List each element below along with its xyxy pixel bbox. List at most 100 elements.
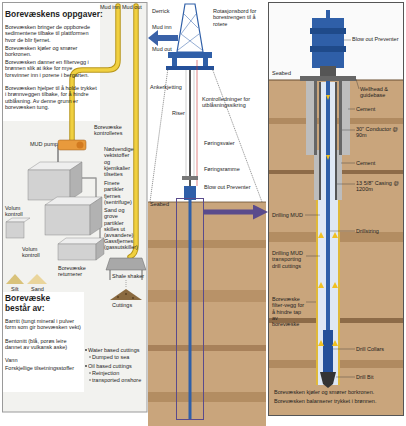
riser bbox=[189, 70, 191, 186]
part-label: Sand bbox=[31, 286, 44, 292]
leader-line bbox=[305, 40, 359, 377]
well bbox=[338, 200, 340, 385]
sediment-pile bbox=[6, 274, 47, 284]
mud-pump bbox=[58, 140, 86, 150]
riser bbox=[182, 176, 198, 180]
shale-shaker bbox=[110, 270, 111, 280]
part-label: Reinjection bbox=[92, 370, 119, 376]
well bbox=[306, 80, 316, 155]
cuttings-pile bbox=[110, 289, 142, 300]
part-label: Mud inn bbox=[152, 24, 172, 30]
flow-arrow bbox=[318, 340, 324, 346]
well bbox=[320, 372, 336, 388]
leader-line bbox=[356, 79, 359, 89]
panel-note: Borevæsken balanserer trykket i brønnen. bbox=[274, 398, 400, 404]
seabed-strata bbox=[148, 240, 266, 248]
part-label: 13 5/8" Casing @ 1200m bbox=[356, 180, 402, 193]
bullet bbox=[85, 365, 87, 367]
flow-arrow bbox=[318, 232, 324, 238]
flow-arrow bbox=[318, 282, 324, 288]
shale-shaker bbox=[106, 258, 146, 270]
right-panel-background bbox=[269, 80, 403, 415]
left-panel-background bbox=[2, 2, 147, 412]
anchor-chain bbox=[150, 68, 262, 202]
part-label: Gassfjernes (gassutskiller) bbox=[104, 238, 136, 251]
sediment-pile bbox=[27, 274, 47, 284]
panel-note: Borevæsken kjøler og smører borkronen. bbox=[274, 389, 400, 395]
mud-pipe bbox=[130, 6, 136, 257]
flow-arrow bbox=[332, 232, 338, 238]
blow-out-preventer bbox=[312, 18, 344, 68]
part-label: Wellhead & guidebase bbox=[360, 86, 402, 99]
panel-heading: Borevæskens oppgaver: bbox=[5, 10, 103, 20]
cuttings-pile bbox=[110, 289, 142, 300]
task-text: Borevæsken bringer de oppborede sediment… bbox=[5, 24, 97, 43]
drilling-rig bbox=[177, 4, 203, 52]
drilling-rig bbox=[172, 58, 177, 67]
leader-line bbox=[306, 256, 320, 257]
well bbox=[335, 82, 337, 202]
cuttings-pile bbox=[125, 293, 127, 295]
blow-out-preventer bbox=[310, 46, 346, 52]
flow-arrow bbox=[326, 155, 330, 160]
well bbox=[316, 200, 318, 385]
mud-tank bbox=[6, 218, 30, 222]
leader-line bbox=[337, 184, 355, 185]
mud-tank bbox=[70, 162, 82, 200]
right-panel: Borevæsken kjøler og smører borkronen. Bo… bbox=[268, 2, 404, 416]
mud-pipe bbox=[130, 6, 136, 257]
well bbox=[306, 10, 350, 388]
mud-arrow bbox=[148, 30, 158, 46]
well bbox=[319, 82, 321, 202]
leader-line bbox=[344, 40, 351, 41]
left-panel-background bbox=[2, 2, 147, 412]
zoom-frame: Seabed bbox=[176, 198, 204, 420]
part-label: Mud inn bbox=[100, 4, 120, 10]
ingredient-text: Bentonitt (blå, porøs leire dannet av vu… bbox=[5, 338, 81, 351]
mud-tank bbox=[45, 205, 90, 235]
left-panel-background bbox=[3, 292, 84, 392]
part-label: Borevæske kontrolleres bbox=[94, 124, 134, 137]
part-label: Drillstring bbox=[356, 228, 379, 234]
blow-out-preventer bbox=[310, 28, 346, 34]
shale-shaker bbox=[126, 280, 127, 288]
riser bbox=[194, 70, 195, 178]
cuttings-pile bbox=[132, 297, 134, 299]
left-panel-frame bbox=[3, 3, 148, 413]
left-panel-frame bbox=[3, 3, 148, 413]
sediment-pile bbox=[6, 274, 24, 284]
mud-tank bbox=[6, 162, 104, 260]
part-label: Drill Collars bbox=[356, 346, 384, 352]
seabed-strata bbox=[148, 202, 266, 426]
riser bbox=[186, 70, 187, 178]
mud-tank bbox=[6, 222, 24, 238]
zoom-arrow bbox=[204, 210, 256, 215]
bullet bbox=[85, 349, 87, 351]
task-text: Borevæsken hjelper til å holde trykket i… bbox=[5, 85, 97, 110]
part-label: Mud out bbox=[122, 4, 142, 10]
leader-line bbox=[336, 377, 355, 378]
part-label: Blow out Preventer bbox=[352, 36, 400, 42]
well bbox=[339, 80, 342, 155]
blow-out-preventer bbox=[300, 76, 356, 81]
part-label: Drilling MUD bbox=[272, 212, 303, 218]
part-label: Oil based cuttings bbox=[88, 363, 132, 369]
flow-arrow bbox=[332, 340, 338, 346]
leader-line bbox=[330, 231, 355, 232]
shale-shaker bbox=[106, 258, 146, 288]
part-label: Føringsramme bbox=[204, 166, 240, 172]
flow-arrow bbox=[326, 95, 330, 100]
mud-tank bbox=[58, 244, 96, 260]
part-label: Kontrolledninger for utblåsningssikring bbox=[202, 96, 260, 109]
leader-line bbox=[306, 302, 316, 303]
riser bbox=[189, 200, 192, 420]
part-label: Volum kontroll bbox=[5, 205, 29, 218]
cuttings-pile bbox=[117, 296, 119, 298]
mud-arrow bbox=[148, 30, 178, 46]
part-label: Silt bbox=[11, 286, 19, 292]
part-label: Rotasjonsbord for borestrengen til å rot… bbox=[213, 8, 263, 27]
drilling-rig bbox=[203, 58, 208, 67]
